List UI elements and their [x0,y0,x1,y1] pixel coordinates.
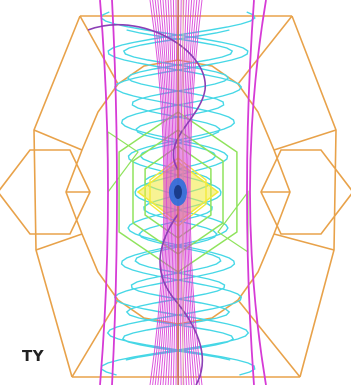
orange-left-outline [34,16,80,377]
orange-right-outline [292,16,336,377]
orange-strut [34,130,82,150]
orange-strut [274,234,334,250]
corner-label: TY [22,347,44,365]
orange-strut [274,130,336,150]
blue-core-center [174,185,182,199]
orange-strut [72,300,118,377]
orange-strut [238,300,300,377]
orange-strut [36,234,82,250]
